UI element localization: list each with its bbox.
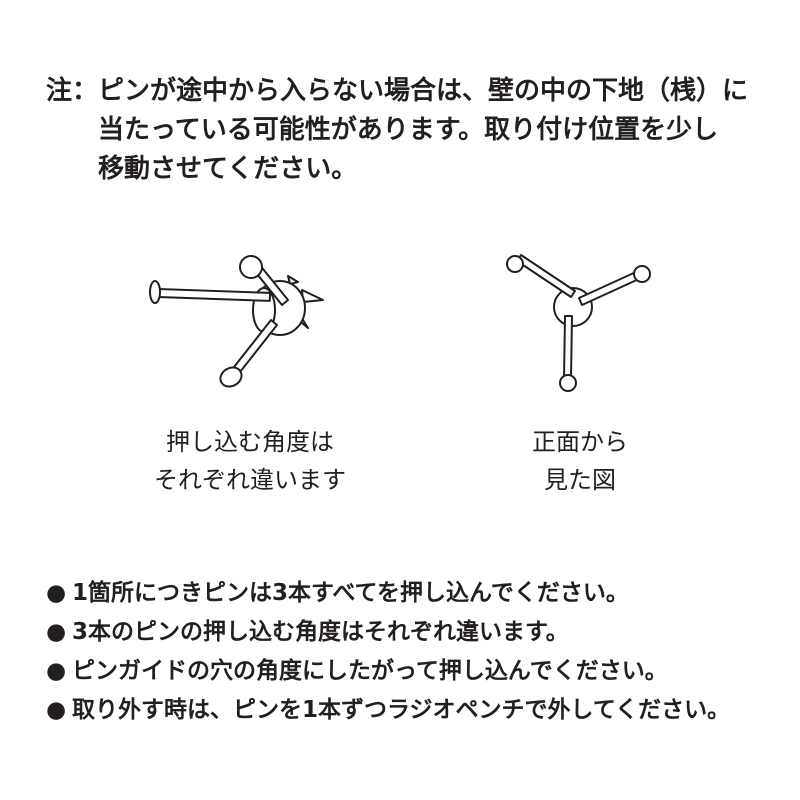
front-view-caption: 正面から 見た図 bbox=[450, 423, 710, 499]
hub-spike-icon bbox=[287, 275, 299, 285]
note-line: ピンが途中から入らない場合は、壁の中の下地（桟）に bbox=[98, 76, 749, 106]
bullet-icon: ● bbox=[46, 658, 67, 684]
list-item-text: 3本のピンの押し込む角度はそれぞれ違います。 bbox=[72, 619, 569, 645]
note-section: 注： ピンが途中から入らない場合は、壁の中の下地（桟）に 当たっている可能性があ… bbox=[46, 72, 776, 189]
pin-shaft-icon bbox=[578, 270, 642, 306]
pin-shaft-icon bbox=[563, 315, 573, 379]
pin-front-view-illustration bbox=[506, 254, 651, 392]
list-item-text: 取り外す時は、ピンを1本ずつラジオペンチで外してください。 bbox=[72, 697, 731, 723]
note-line: 移動させてください。 bbox=[98, 154, 358, 184]
note-label: 注： bbox=[46, 76, 99, 106]
bullet-icon: ● bbox=[46, 697, 67, 723]
list-item: ● ピンガイドの穴の角度にしたがって押し込んでください。 bbox=[46, 652, 786, 691]
side-view-caption: 押し込む角度は それぞれ違います bbox=[120, 423, 380, 499]
pin-side-view-illustration bbox=[149, 255, 324, 388]
instruction-list: ● 1箇所につきピンは3本すべてを押し込んでください。 ● 3本のピンの押し込む… bbox=[46, 574, 786, 730]
pin-head-icon bbox=[633, 265, 651, 283]
pin-head-icon bbox=[219, 366, 243, 388]
note-row: 注： ピンが途中から入らない場合は、壁の中の下地（桟）に 当たっている可能性があ… bbox=[46, 72, 776, 189]
list-item: ● 1箇所につきピンは3本すべてを押し込んでください。 bbox=[46, 574, 786, 613]
pin-head-icon bbox=[149, 280, 161, 304]
pin-shaft-icon bbox=[156, 288, 272, 302]
list-item-text: ピンガイドの穴の角度にしたがって押し込んでください。 bbox=[72, 658, 668, 684]
pin-head-icon bbox=[239, 255, 263, 279]
caption-line: 押し込む角度は bbox=[166, 428, 334, 456]
bullet-icon: ● bbox=[46, 619, 67, 645]
note-text: ピンが途中から入らない場合は、壁の中の下地（桟）に 当たっている可能性があります… bbox=[98, 72, 776, 189]
note-line: 当たっている可能性があります。取り付け位置を少し bbox=[98, 115, 719, 145]
pin-shaft-icon bbox=[516, 254, 576, 298]
caption-line: 見た図 bbox=[544, 466, 616, 494]
list-item-text: 1箇所につきピンは3本すべてを押し込んでください。 bbox=[72, 580, 629, 606]
pin-shaft-icon bbox=[233, 319, 278, 373]
list-item: ● 取り外す時は、ピンを1本ずつラジオペンチで外してください。 bbox=[46, 691, 786, 730]
caption-line: 正面から bbox=[532, 428, 628, 456]
caption-line: それぞれ違います bbox=[154, 466, 346, 494]
hub-spike-icon bbox=[301, 289, 324, 303]
pin-head-icon bbox=[506, 255, 524, 273]
list-item: ● 3本のピンの押し込む角度はそれぞれ違います。 bbox=[46, 613, 786, 652]
pin-head-icon bbox=[559, 374, 577, 392]
bullet-icon: ● bbox=[46, 580, 67, 606]
